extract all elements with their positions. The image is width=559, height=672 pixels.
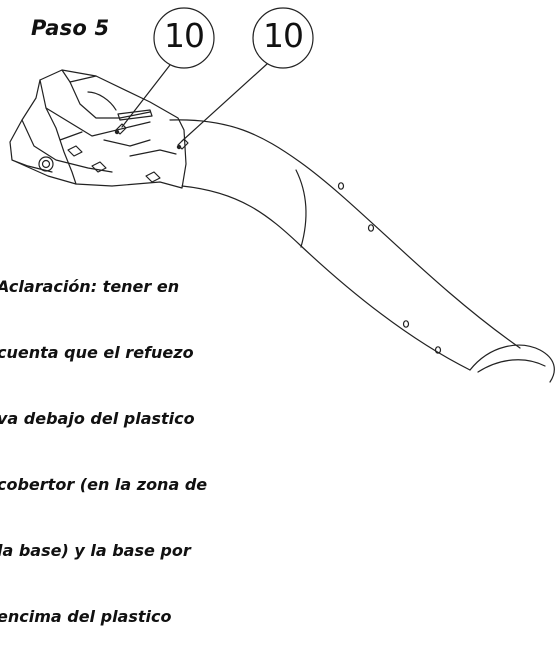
- note-line: encima del plastico: [0, 607, 172, 626]
- assembly-drawing: [9, 7, 555, 383]
- callout-label-1: 10: [164, 16, 205, 55]
- callout-circle-1: [153, 7, 215, 69]
- note-line: cobertor (en la zona de: [0, 475, 208, 494]
- step-title: Paso 5: [31, 16, 110, 40]
- note-line: va debajo del plastico: [0, 409, 195, 428]
- note-line: Aclaración: tener en: [0, 277, 180, 296]
- assembly-instruction-page: Paso 5 10 10 Aclaración: tener en cuenta…: [0, 7, 555, 626]
- base-housing: [9, 69, 189, 189]
- tube-body: [169, 119, 555, 383]
- callout-circle-2: [252, 7, 314, 69]
- leader-line-1: [121, 64, 171, 128]
- note-line: cuenta que el refuezo: [0, 343, 194, 362]
- callout-label-2: 10: [263, 16, 304, 55]
- leader-line-2: [181, 63, 268, 142]
- note-line: la base) y la base por: [0, 541, 191, 560]
- clarification-note: Aclaración: tener en cuenta que el refue…: [0, 232, 247, 672]
